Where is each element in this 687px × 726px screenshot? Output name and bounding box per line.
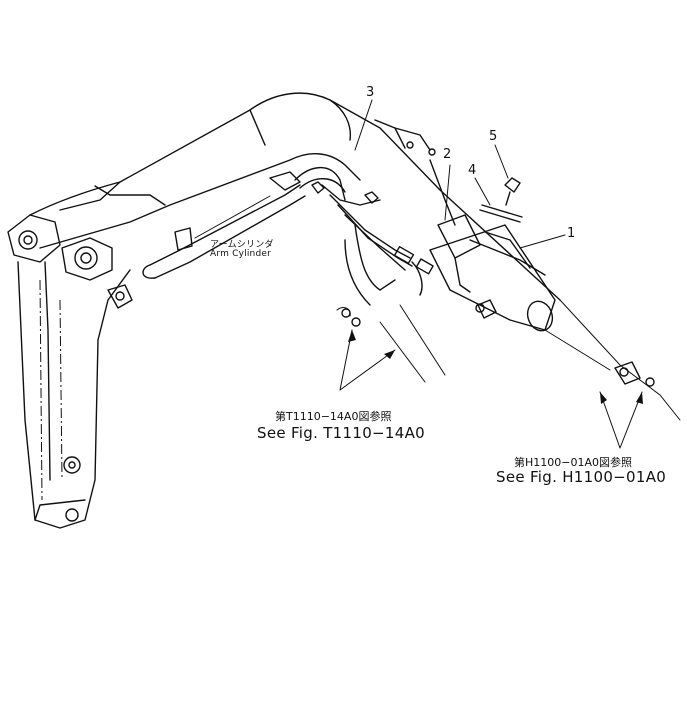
stick-left bbox=[7, 214, 131, 529]
callout-3: 3 bbox=[366, 85, 375, 100]
hose-assembly bbox=[294, 166, 434, 306]
ref-left-jp: 第T1110−14A0図参照 bbox=[275, 410, 392, 423]
arm-cylinder bbox=[142, 171, 306, 279]
arm-cylinder-label-jp: アームシリンダ bbox=[210, 240, 274, 250]
callout-5: 5 bbox=[489, 129, 498, 144]
bucket-cylinder bbox=[411, 214, 556, 332]
ref-arrows-right bbox=[544, 299, 681, 449]
boom bbox=[29, 92, 561, 301]
ref-left-en: See Fig. T1110−14A0 bbox=[257, 424, 426, 442]
ref-right-en: See Fig. H1100−01A0 bbox=[496, 468, 667, 486]
boom-pivot bbox=[61, 237, 133, 309]
ref-arrows-left bbox=[336, 303, 485, 391]
ref-right-jp: 第H1100−01A0図参照 bbox=[514, 456, 633, 469]
callout-4: 4 bbox=[468, 163, 477, 178]
callout-leaders bbox=[354, 99, 566, 249]
pin-and-bolt bbox=[479, 177, 523, 223]
callout-1: 1 bbox=[567, 226, 576, 241]
arm-cylinder-label-en: Arm Cylinder bbox=[210, 249, 271, 259]
callout-2: 2 bbox=[443, 147, 452, 162]
